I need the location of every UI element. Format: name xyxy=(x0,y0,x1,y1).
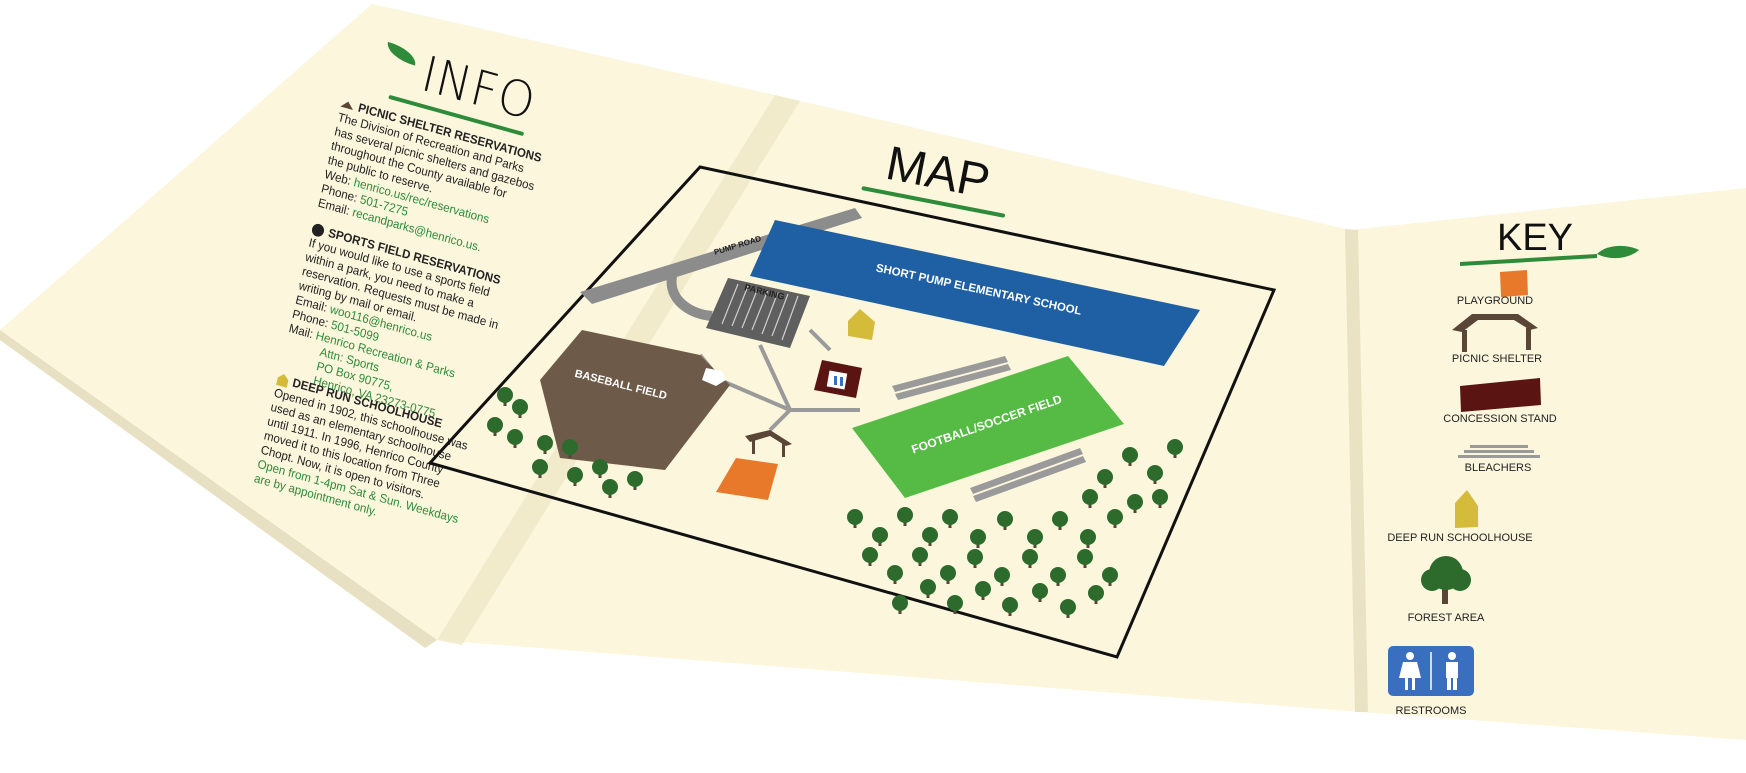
tree-icon xyxy=(562,439,578,458)
concession-stand-marker xyxy=(814,360,862,398)
tree-icon xyxy=(567,467,583,486)
tree-icon xyxy=(602,479,618,498)
tree-icon xyxy=(627,471,643,490)
tree-icon xyxy=(892,595,908,614)
parking-lot xyxy=(706,278,810,348)
tree-icon xyxy=(887,565,903,584)
key-item-picnic-shelter: PICNIC SHELTER xyxy=(1452,314,1542,365)
key-label: BLEACHERS xyxy=(1465,462,1532,474)
tree-icon xyxy=(1032,583,1048,602)
tree-icon xyxy=(1002,597,1018,616)
restroom-icon xyxy=(1388,646,1474,696)
tree-icon xyxy=(1022,549,1038,568)
tree-icon xyxy=(1097,469,1113,488)
bleachers-icon xyxy=(1458,445,1540,458)
key-label: RESTROOMS xyxy=(1396,705,1467,717)
tree-icon xyxy=(1102,567,1118,586)
tree-icon xyxy=(975,581,991,600)
tree-icon xyxy=(1167,439,1183,458)
football-field xyxy=(852,356,1124,498)
key-item-bleachers: BLEACHERS xyxy=(1458,445,1540,474)
key-title-underline xyxy=(1460,254,1597,266)
forest-area xyxy=(487,387,1183,618)
tree-icon xyxy=(897,507,913,526)
tree-icon xyxy=(1421,556,1471,604)
key-label: PICNIC SHELTER xyxy=(1452,353,1542,365)
picnic-shelter-marker xyxy=(745,430,792,457)
key-label: CONCESSION STAND xyxy=(1443,413,1557,425)
tree-icon xyxy=(1080,529,1096,548)
picnic-shelter-icon xyxy=(1452,314,1538,352)
key-item-schoolhouse: DEEP RUN SCHOOLHOUSE xyxy=(1387,490,1533,544)
bleachers-marker xyxy=(892,356,1086,502)
concession-stand-icon xyxy=(1460,378,1541,412)
tree-icon xyxy=(507,429,523,448)
tree-icon xyxy=(1060,599,1076,618)
tree-icon xyxy=(1122,447,1138,466)
tree-icon xyxy=(537,435,553,454)
tree-icon xyxy=(970,529,986,548)
playground-marker xyxy=(716,458,778,500)
parking-stripes xyxy=(721,283,799,341)
baseball-field xyxy=(540,330,730,470)
map-frame xyxy=(427,165,1277,659)
tree-icon xyxy=(920,579,936,598)
tree-icon xyxy=(1082,489,1098,508)
tree-icon xyxy=(497,387,513,406)
tree-icon xyxy=(947,595,963,614)
tree-icon xyxy=(1027,529,1043,548)
tree-icon xyxy=(487,417,503,436)
tree-icon xyxy=(1152,489,1168,508)
key-label: DEEP RUN SCHOOLHOUSE xyxy=(1387,532,1532,544)
playground-icon xyxy=(1500,270,1528,297)
key-label: PLAYGROUND xyxy=(1457,295,1533,307)
tree-icon xyxy=(592,459,608,478)
school-building xyxy=(750,220,1200,366)
schoolhouse-marker xyxy=(848,309,875,340)
tree-icon xyxy=(942,509,958,528)
tree-icon xyxy=(1052,511,1068,530)
tree-icon xyxy=(1050,567,1066,586)
tree-icon xyxy=(997,511,1013,530)
tree-icon xyxy=(862,547,878,566)
tree-icon xyxy=(994,567,1010,586)
tree-icon xyxy=(872,527,888,546)
tree-icon xyxy=(1147,465,1163,484)
tree-icon xyxy=(512,399,528,418)
tree-icon xyxy=(940,565,956,584)
key-item-restrooms: RESTROOMS xyxy=(1388,646,1474,717)
tree-icon xyxy=(1107,509,1123,528)
tree-icon xyxy=(847,509,863,528)
key-item-playground: PLAYGROUND xyxy=(1457,270,1533,307)
key-item-concession-stand: CONCESSION STAND xyxy=(1443,378,1557,425)
key-item-forest: FOREST AREA xyxy=(1408,556,1485,624)
tree-icon xyxy=(922,527,938,546)
map-title-underline xyxy=(861,186,1006,218)
home-plate-marker xyxy=(702,368,726,386)
key-title: KEY xyxy=(1497,217,1573,259)
tree-icon xyxy=(912,547,928,566)
tree-icon xyxy=(1088,585,1104,604)
key-title-block: KEY xyxy=(1460,217,1639,266)
tree-icon xyxy=(532,459,548,478)
schoolhouse-icon xyxy=(1455,490,1478,528)
tree-icon xyxy=(1077,549,1093,568)
key-label: FOREST AREA xyxy=(1408,612,1485,624)
leaf-icon xyxy=(1597,245,1639,259)
tree-icon xyxy=(1127,494,1143,513)
tree-icon xyxy=(967,549,983,568)
parking-drive xyxy=(666,275,713,321)
